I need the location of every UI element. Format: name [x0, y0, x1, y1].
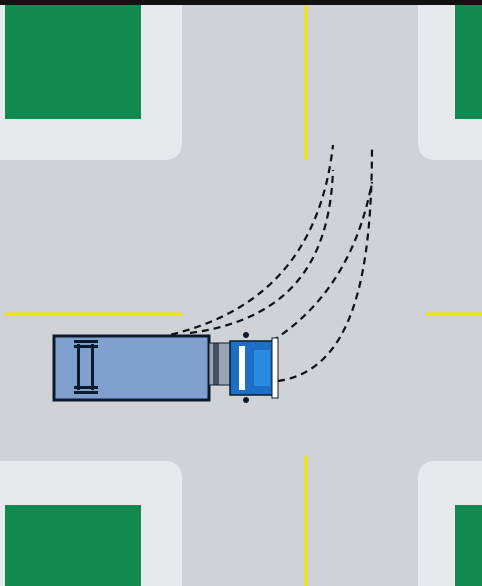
- cab-front-right-path: [277, 144, 374, 383]
- trailer-axles: [74, 340, 98, 394]
- cab-front-left-path: [189, 169, 335, 335]
- grass-bottom-left: [5, 505, 141, 586]
- grass-bottom-right: [455, 505, 482, 586]
- axle-bar-a: [77, 344, 80, 390]
- axle-top-a: [74, 340, 98, 343]
- mirror-right: [243, 397, 249, 403]
- axle-top-b: [74, 345, 98, 348]
- drive-wheels: [213, 343, 219, 385]
- cab-bumper: [271, 337, 279, 399]
- mirror-left: [243, 332, 249, 338]
- axle-bottom-a: [74, 386, 98, 389]
- axle-bar-b: [91, 344, 94, 390]
- top-border: [0, 0, 482, 5]
- cab-window: [239, 346, 245, 390]
- axle-bottom-b: [74, 391, 98, 394]
- trailer-rear-right-path: [87, 181, 374, 388]
- grass-top-right: [455, 5, 482, 119]
- grass-top-left: [5, 5, 141, 119]
- truck-icon: [52, 332, 279, 403]
- cab-windshield: [254, 350, 270, 386]
